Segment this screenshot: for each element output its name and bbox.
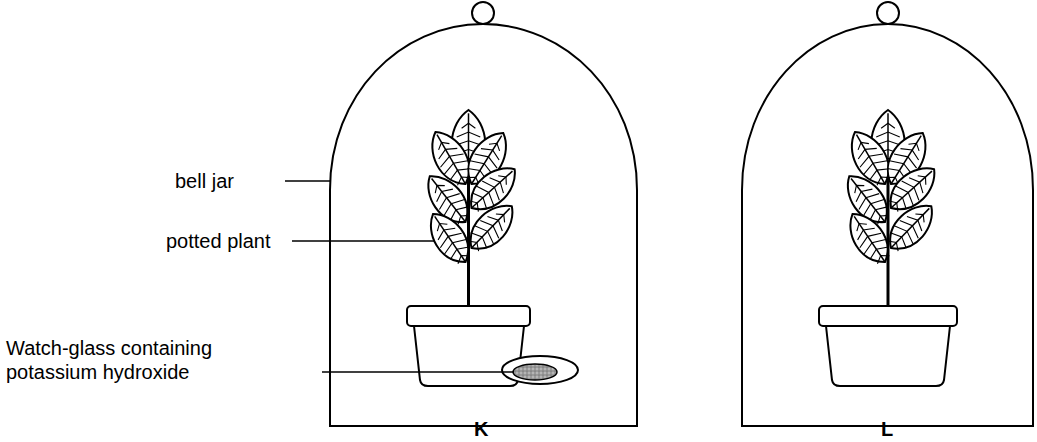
figure-letter: L <box>881 417 893 441</box>
watch-glass <box>502 356 578 384</box>
part-label: Watch-glass containing potassium hydroxi… <box>6 336 238 384</box>
jar-knob <box>472 2 494 24</box>
jar-knob <box>877 2 899 24</box>
plant <box>838 110 944 306</box>
bell-jar <box>330 24 637 426</box>
leader-line <box>285 180 330 182</box>
bell-jar <box>742 24 1033 426</box>
part-label: bell jar <box>175 169 234 193</box>
figure-letter: K <box>474 417 488 441</box>
leader-line <box>322 371 514 373</box>
part-label: potted plant <box>166 229 271 253</box>
plant <box>418 110 524 306</box>
flower-pot <box>819 306 957 386</box>
